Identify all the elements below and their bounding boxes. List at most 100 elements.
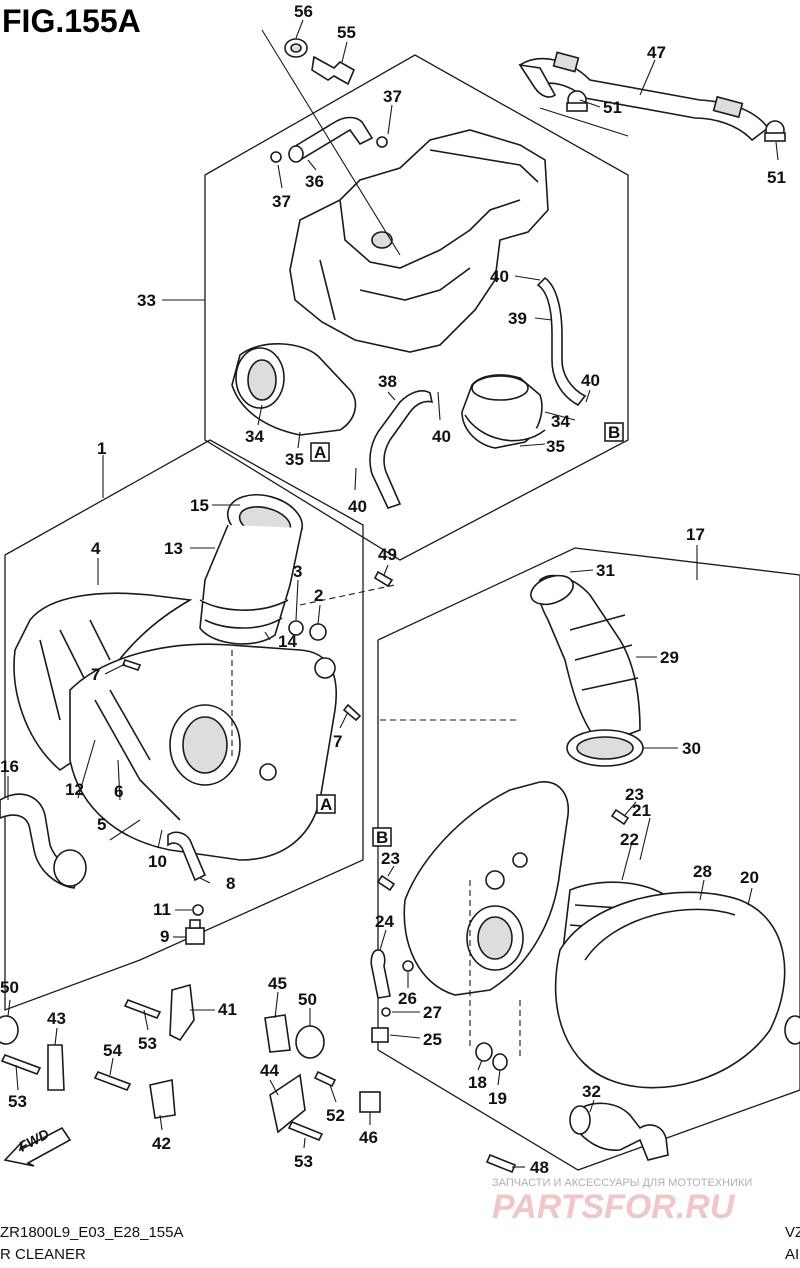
label-47: 47 <box>647 43 666 62</box>
watermark-logo: PARTSFOR.RU <box>492 1188 736 1226</box>
label-50: 50 <box>0 978 19 997</box>
label-7: 7 <box>333 732 342 751</box>
dashed-leaders <box>231 584 521 1060</box>
label-25: 25 <box>423 1030 442 1049</box>
cleaner-base-right <box>403 781 569 996</box>
label-23: 23 <box>625 785 644 804</box>
label-42: 42 <box>152 1134 171 1153</box>
label-54: 54 <box>103 1041 122 1060</box>
label-48: 48 <box>530 1158 549 1177</box>
bolt-7 <box>121 659 362 722</box>
grommet-56 <box>284 38 308 58</box>
label-53: 53 <box>8 1092 27 1111</box>
airbox-33 <box>289 129 549 353</box>
label-50: 50 <box>298 990 317 1009</box>
label-8: 8 <box>226 874 235 893</box>
hose-39 <box>536 276 587 407</box>
bolt-49 <box>373 570 394 588</box>
label-12: 12 <box>65 780 84 799</box>
label-14: 14 <box>278 632 297 651</box>
nut-2 <box>309 623 327 641</box>
label-39: 39 <box>508 309 527 328</box>
label-40: 40 <box>490 267 509 286</box>
grommet-3 <box>288 620 304 636</box>
label-34: 34 <box>551 412 570 431</box>
duct-29 <box>530 574 644 767</box>
label-37: 37 <box>383 87 402 106</box>
label-44: 44 <box>260 1061 279 1080</box>
duct-34-left <box>231 343 357 436</box>
frame-cleaner-17 <box>377 547 800 1171</box>
damper-50 <box>0 1015 800 1059</box>
label-20: 20 <box>740 868 759 887</box>
bracket-41 <box>169 983 195 1042</box>
label-49: 49 <box>378 545 397 564</box>
label-4: 4 <box>91 539 101 558</box>
label-53: 53 <box>294 1152 313 1171</box>
leader-lines <box>7 19 779 1168</box>
nuts-18-19 <box>475 1042 508 1071</box>
footer-code-right: VZ <box>785 1224 800 1241</box>
label-38: 38 <box>378 372 397 391</box>
label-1: 1 <box>97 439 106 458</box>
hose-24 <box>370 949 391 999</box>
clip-11 <box>192 904 204 916</box>
label-26: 26 <box>398 989 417 1008</box>
label-41: 41 <box>218 1000 237 1019</box>
label-28: 28 <box>693 862 712 881</box>
hose-8 <box>167 831 207 882</box>
label-16: 16 <box>0 757 19 776</box>
ref-box-a2: A <box>316 794 336 814</box>
footer-code-left: ZR1800L9_E03_E28_155A <box>0 1224 184 1241</box>
bolts-53-54-52 <box>0 998 337 1142</box>
clip-26 <box>402 960 414 972</box>
bracket-44 <box>269 1073 306 1134</box>
clip-37 <box>270 136 388 163</box>
plug-9 <box>185 919 205 945</box>
ref-box-b2: B <box>372 827 392 847</box>
footer-name-right: AII <box>785 1246 800 1263</box>
bracket-45 <box>264 1014 291 1053</box>
ref-box-a1: A <box>310 442 330 462</box>
plug-25 <box>371 1027 389 1043</box>
label-37: 37 <box>272 192 291 211</box>
svg-text:A: A <box>314 443 326 462</box>
label-6: 6 <box>114 782 123 801</box>
label-40: 40 <box>348 497 367 516</box>
collar-46 <box>359 1091 381 1113</box>
bolt-55 <box>311 55 356 86</box>
label-13: 13 <box>164 539 183 558</box>
hose-47 <box>518 51 770 142</box>
label-32: 32 <box>582 1082 601 1101</box>
label-11: 11 <box>153 900 171 919</box>
label-21: 21 <box>632 801 651 820</box>
frame-intake-33 <box>204 54 629 561</box>
label-35: 35 <box>285 450 304 469</box>
label-5: 5 <box>97 815 106 834</box>
bracket-42 <box>149 1079 176 1119</box>
ref-box-b1: B <box>604 422 624 442</box>
duct-15-13 <box>199 494 304 645</box>
label-40: 40 <box>432 427 451 446</box>
duct-34-right <box>461 374 546 449</box>
cleaner-body-left <box>69 643 337 861</box>
label-35: 35 <box>546 437 565 456</box>
label-23: 23 <box>381 849 400 868</box>
svg-text:A: A <box>320 795 332 814</box>
label-43: 43 <box>47 1009 66 1028</box>
part-labels: 56 55 47 37 51 36 51 37 40 33 39 38 40 3… <box>0 2 786 1177</box>
label-36: 36 <box>305 172 324 191</box>
label-31: 31 <box>596 561 615 580</box>
label-9: 9 <box>160 927 169 946</box>
clip-27 <box>381 1007 391 1017</box>
label-2: 2 <box>314 586 323 605</box>
fwd-arrow-icon: FWD <box>3 1126 72 1167</box>
label-46: 46 <box>359 1128 378 1147</box>
hose-36 <box>288 116 374 163</box>
watermark-text: ЗАПЧАСТИ И АКСЕССУАРЫ ДЛЯ МОТОТЕХНИКИ <box>492 1177 752 1189</box>
label-34: 34 <box>245 427 264 446</box>
frame-cleaner-1 <box>4 439 364 1011</box>
group-frames <box>4 54 800 1171</box>
bracket-43 <box>47 1044 65 1091</box>
label-55: 55 <box>337 23 356 42</box>
